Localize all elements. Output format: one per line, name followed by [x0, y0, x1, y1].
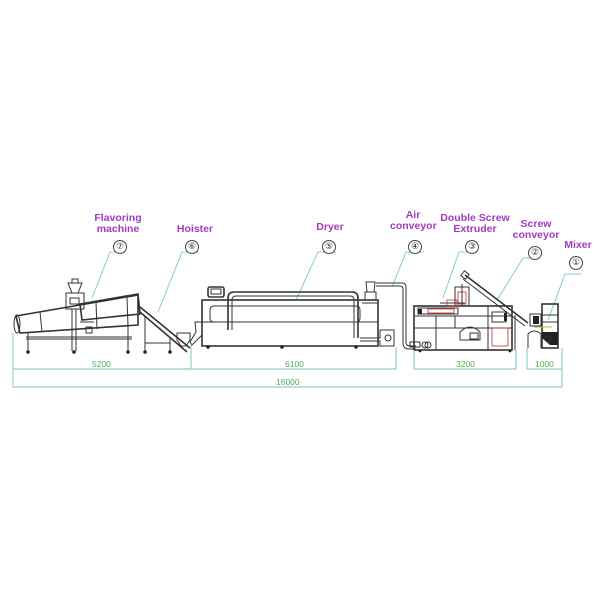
callout-number-7: ⑦	[113, 240, 127, 254]
dryer-drawing	[189, 281, 395, 349]
label-double-screw-extruder: Double Screw Extruder	[440, 213, 510, 235]
label-mixer: Mixer	[560, 240, 596, 251]
callout-number-5: ⑤	[322, 240, 336, 254]
hoister-drawing	[139, 306, 191, 354]
callout-number-4: ④	[408, 240, 422, 254]
air-conveyor-drawing	[376, 282, 429, 350]
dimension-lines	[12, 333, 563, 388]
flavoring-machine-drawing	[13, 278, 141, 354]
label-line: Air	[405, 209, 421, 221]
dimension-extruder: 3200	[456, 359, 475, 369]
label-line: Dryer	[316, 221, 344, 233]
double-screw-extruder-drawing	[413, 284, 513, 353]
label-hoister: Hoister	[172, 224, 218, 235]
label-screw-conveyor: Screw conveyor	[511, 219, 561, 241]
leader-lines	[91, 251, 582, 321]
label-dryer: Dryer	[310, 222, 350, 233]
label-line: machine	[96, 223, 140, 235]
mixer-drawing	[527, 303, 559, 349]
dimension-total: 16000	[276, 377, 300, 387]
dimension-dryer: 6100	[285, 359, 304, 369]
label-flavoring-machine: Flavoring machine	[90, 213, 146, 235]
label-line: conveyor	[512, 229, 560, 241]
callout-number-1: ①	[569, 256, 583, 270]
callout-number-2: ②	[528, 246, 542, 260]
dimension-mixer: 1000	[535, 359, 554, 369]
label-line: Mixer	[564, 239, 592, 251]
label-line: conveyor	[390, 220, 437, 232]
label-line: Screw	[520, 218, 552, 230]
label-air-conveyor: Air conveyor	[390, 209, 437, 232]
label-line: Hoister	[176, 223, 214, 235]
dimension-flavoring-hoister: 5200	[92, 359, 111, 369]
label-line: Flavoring	[94, 212, 142, 224]
label-line: Double Screw	[440, 212, 510, 224]
callout-number-6: ⑥	[185, 240, 199, 254]
callout-number-3: ③	[465, 240, 479, 254]
label-line: Extruder	[453, 223, 497, 235]
screw-conveyor-drawing	[460, 270, 529, 350]
